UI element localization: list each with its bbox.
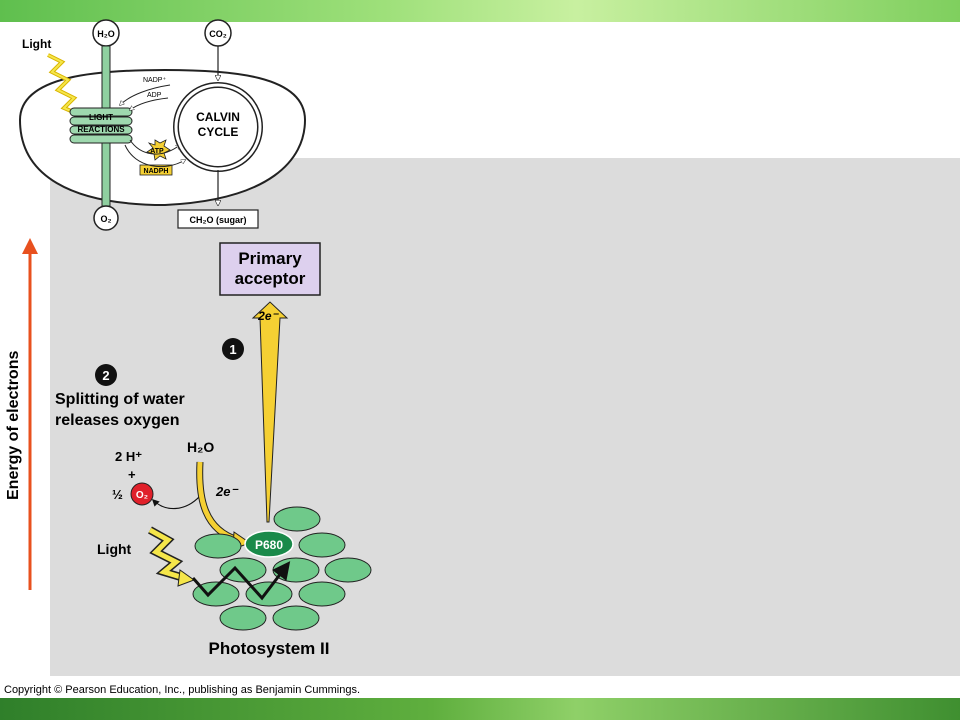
primary-acceptor-line2: acceptor xyxy=(235,269,306,288)
top-decor-bar xyxy=(0,0,960,22)
oxygen-label: O₂ xyxy=(136,490,148,501)
half-label: ½ xyxy=(112,487,123,502)
primary-acceptor-line1: Primary xyxy=(238,249,302,268)
overview-nadp-arrow xyxy=(120,84,171,105)
p680-label: P680 xyxy=(255,538,283,552)
overview-light-label: Light xyxy=(22,37,51,51)
plus-sign: + xyxy=(128,467,136,482)
light-label: Light xyxy=(97,541,132,557)
step2-number: 2 xyxy=(102,368,109,383)
step1-number: 1 xyxy=(229,342,236,357)
p680-reaction-center xyxy=(244,530,294,558)
oxygen-release-arrow xyxy=(151,495,201,510)
bottom-decor-bar xyxy=(0,698,960,720)
overview-nadph-label: NADPH xyxy=(144,168,169,175)
overview-nadp-label: NADP⁺ xyxy=(143,77,166,84)
oxygen-circle xyxy=(130,482,154,506)
primary-acceptor-box xyxy=(219,242,321,296)
overview-nadph-arrow xyxy=(124,144,185,168)
energy-transfer-zigzag xyxy=(191,561,291,601)
overview-sugar-label: CH₂O (sugar) xyxy=(189,215,246,225)
overview-h2o-label: H₂O xyxy=(97,29,115,39)
electrons-bottom-label: 2e⁻ xyxy=(215,484,239,499)
overview-light-reactions-1: LIGHT xyxy=(89,113,113,122)
overview-calvin-2: CYCLE xyxy=(198,125,239,139)
photosystem-label: Photosystem II xyxy=(209,639,330,658)
overview-atp-label: ATP xyxy=(150,148,164,155)
hydrogen-ions-label: 2 H⁺ xyxy=(115,449,142,464)
water-label: H₂O xyxy=(187,439,214,455)
light-zigzag xyxy=(148,527,185,581)
overview-sugar-box xyxy=(177,209,259,229)
step2-marker xyxy=(95,364,117,386)
energy-axis-arrowhead xyxy=(22,238,38,254)
overview-light-reactions-2: REACTIONS xyxy=(77,125,125,134)
photosystem-ii-cluster xyxy=(192,506,372,631)
step2-text-line1: Splitting of water xyxy=(55,391,185,408)
overview-adp-label: ADP xyxy=(147,92,162,99)
overview-co2-label: CO₂ xyxy=(209,29,227,39)
step1-marker xyxy=(222,338,244,360)
copyright-notice: Copyright © Pearson Education, Inc., pub… xyxy=(4,684,361,696)
overview-inset: Light H₂O O₂ LIGHT REACTIONS NADP⁺ ADP A… xyxy=(18,19,307,231)
electrons-top-label: 2e⁻ xyxy=(257,309,279,323)
step2-text-line2: releases oxygen xyxy=(55,412,180,429)
overview-o2-circle xyxy=(93,205,119,231)
overview-thylakoid-stack xyxy=(69,107,133,144)
overview-atp-burst xyxy=(146,139,171,161)
excitation-arrow xyxy=(251,301,289,523)
overview-atp-arrow xyxy=(129,139,180,155)
overview-o2-label: O₂ xyxy=(101,214,112,224)
overview-calvin-1: CALVIN xyxy=(196,110,240,124)
overview-nadph-box xyxy=(139,164,173,176)
energy-axis-label: Energy of electrons xyxy=(5,351,22,500)
overview-adp-arrow xyxy=(130,97,169,110)
